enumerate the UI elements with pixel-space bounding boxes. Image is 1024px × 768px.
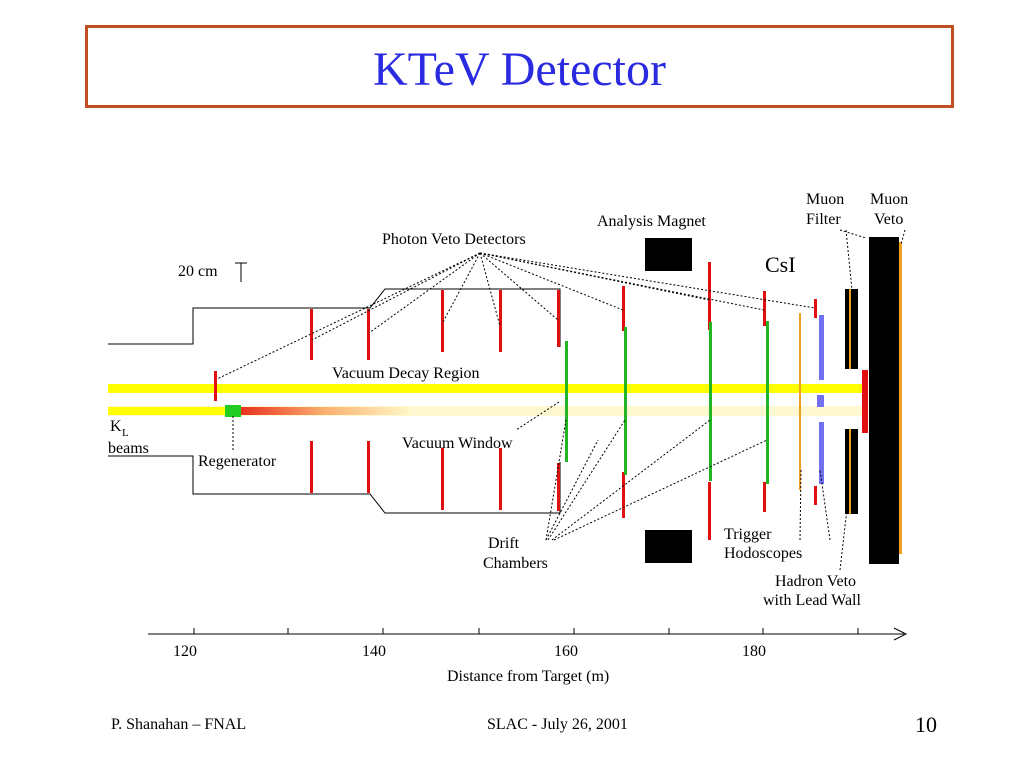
- muon-veto-label-2: Veto: [874, 211, 903, 228]
- drift-label-1: Drift: [488, 535, 520, 552]
- drift-label-2: Chambers: [483, 555, 548, 572]
- distance-axis: [148, 627, 908, 641]
- scale-label: 20 cm: [178, 263, 218, 280]
- muon-filter-label-1: Muon: [806, 191, 844, 208]
- regenerated-beam: [240, 407, 410, 415]
- photon-veto-bars: [214, 262, 817, 540]
- kl-subscript: L: [122, 427, 129, 439]
- beam-absorber: [862, 370, 868, 433]
- axis-label: Distance from Target (m): [447, 668, 609, 685]
- hadron-label-1: Hadron Veto: [775, 573, 856, 590]
- magnet-upper: [645, 238, 692, 271]
- tick-label-180: 180: [742, 643, 766, 660]
- drift-chambers: [565, 321, 769, 484]
- muon-filter-block: [869, 237, 899, 564]
- slide-title: KTeV Detector: [373, 43, 666, 96]
- trigger-label-1: Trigger: [724, 526, 772, 543]
- vacuum-decay-label: Vacuum Decay Region: [332, 365, 480, 382]
- scale-marker-icon: [235, 262, 247, 282]
- title-box: KTeV Detector: [85, 25, 954, 108]
- upper-beam: [108, 384, 865, 393]
- tick-label-140: 140: [362, 643, 386, 660]
- kl-label: K: [110, 418, 122, 435]
- analysis-magnet-label: Analysis Magnet: [597, 213, 706, 230]
- hadron-label-2: with Lead Wall: [763, 592, 862, 609]
- leader-lines: [216, 229, 906, 571]
- footer-venue: SLAC - July 26, 2001: [487, 716, 628, 733]
- footer-author: P. Shanahan – FNAL: [111, 716, 247, 733]
- beams-label: beams: [108, 440, 149, 457]
- regenerator-block: [225, 405, 241, 417]
- magnet-lower: [645, 530, 692, 563]
- vacuum-tank: [108, 288, 561, 514]
- regenerator-label: Regenerator: [198, 453, 277, 470]
- csi-label: CsI: [765, 252, 796, 277]
- vacuum-window-label: Vacuum Window: [402, 435, 513, 452]
- trigger-label-2: Hodoscopes: [724, 545, 802, 562]
- csi-calorimeter: [817, 315, 824, 484]
- muon-filter-label-2: Filter: [806, 211, 841, 228]
- page-number: 10: [915, 712, 937, 737]
- tick-label-160: 160: [554, 643, 578, 660]
- lower-beam: [108, 406, 865, 416]
- beams: [108, 384, 865, 416]
- tick-label-120: 120: [173, 643, 197, 660]
- hadron-veto: [845, 289, 858, 514]
- photon-veto-label: Photon Veto Detectors: [382, 231, 526, 248]
- muon-veto-label-1: Muon: [870, 191, 908, 208]
- muon-veto-plane: [899, 242, 902, 554]
- trigger-hodoscope: [799, 313, 801, 490]
- lower-beam-upstream: [108, 407, 228, 415]
